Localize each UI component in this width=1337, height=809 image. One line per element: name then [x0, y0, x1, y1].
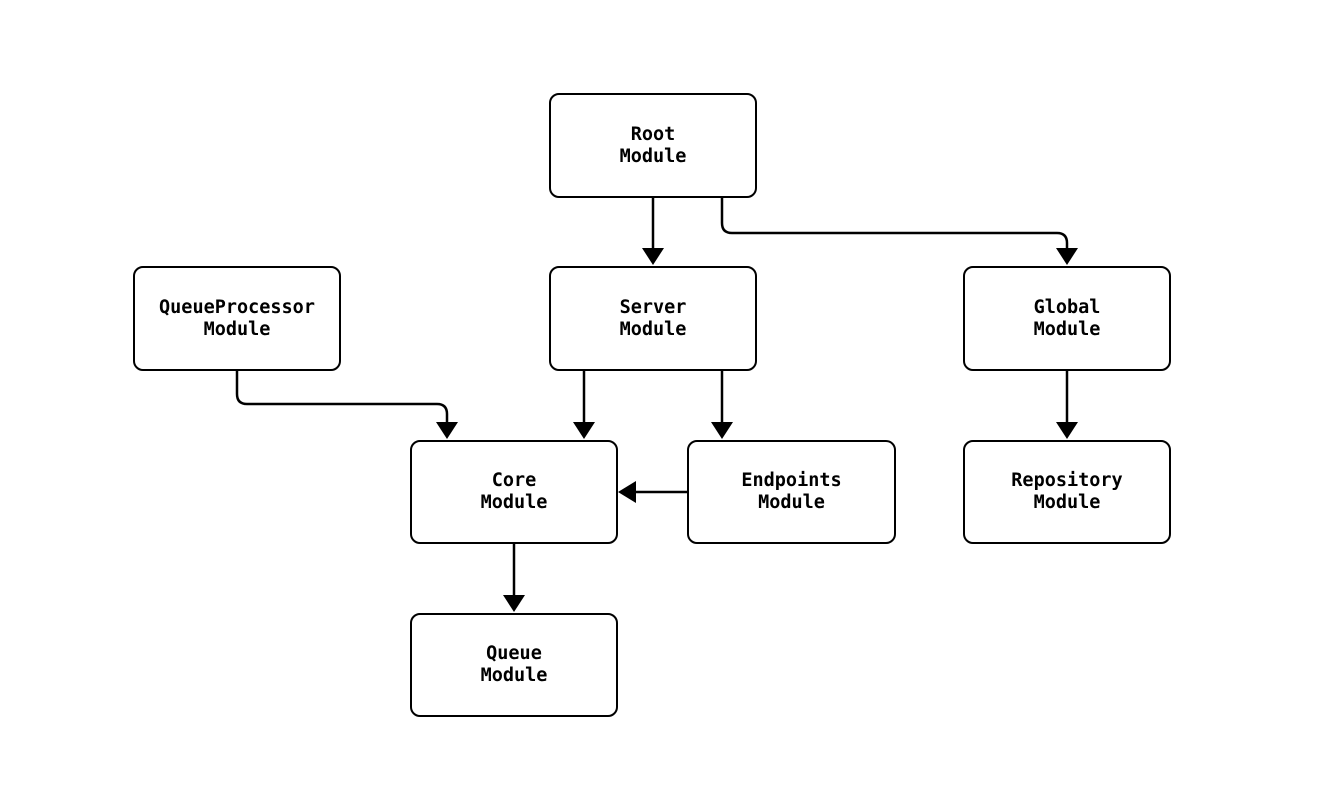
edge-root-to-server [642, 198, 664, 265]
edge-endpoints-to-core [618, 481, 687, 503]
node-endpoints-module: Endpoints Module [687, 440, 896, 544]
node-label-line: Module [619, 145, 687, 167]
node-label-line: Root [630, 123, 676, 145]
node-label-line: Repository [1011, 470, 1123, 491]
node-repository-module: Repository Module [963, 440, 1171, 544]
node-label-line: Module [203, 318, 271, 340]
edge-queueprocessor-to-core [235, 371, 458, 439]
node-global-module: Global Module [963, 266, 1171, 371]
node-label-line: Module [1033, 318, 1101, 340]
node-queueprocessor-module: QueueProcessor Module [133, 266, 341, 371]
node-label-line: Queue [486, 643, 542, 664]
node-label-line: Module [619, 318, 687, 340]
edge-root-to-global [720, 198, 1078, 265]
node-label-line: Core [491, 470, 537, 491]
node-label-line: Module [480, 665, 548, 686]
node-queue-module: Queue Module [410, 613, 618, 717]
node-core-module: Core Module [410, 440, 618, 544]
node-server-module: Server Module [549, 266, 757, 371]
node-root-module: Root Module [549, 93, 757, 198]
edge-server-to-core [573, 371, 595, 439]
node-label-line: Module [758, 492, 825, 513]
edge-global-to-repository [1056, 371, 1078, 439]
node-label-line: Global [1033, 296, 1101, 318]
node-label-line: Module [480, 492, 548, 513]
node-label-line: QueueProcessor [159, 296, 315, 318]
node-label-line: Module [1033, 492, 1101, 513]
edge-core-to-queue [503, 544, 525, 612]
edge-server-to-endpoints [711, 371, 733, 439]
node-label-line: Server [619, 296, 687, 318]
node-label-line: Endpoints [741, 470, 842, 491]
